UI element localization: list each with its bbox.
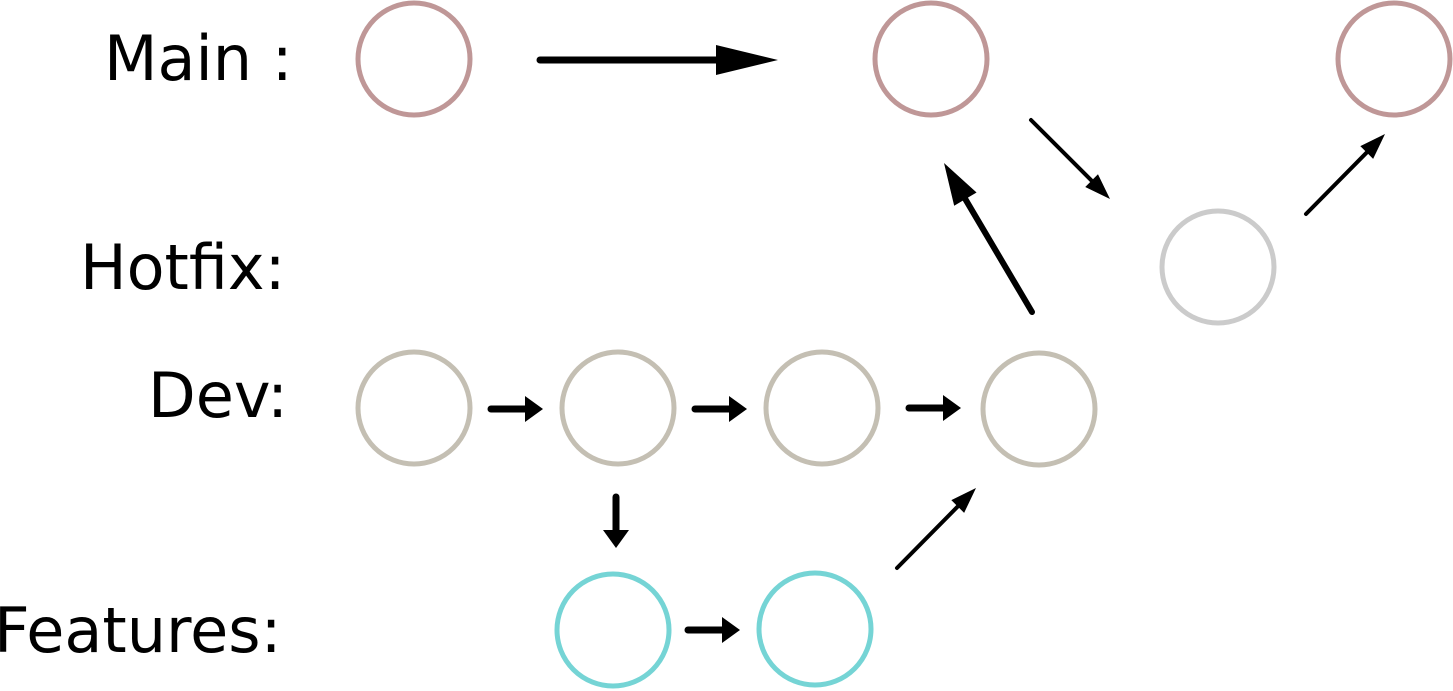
commit-node-main-3 [1335,0,1453,118]
commit-node-dev-4 [980,350,1098,468]
branch-label-hotfix: Hotfix: [80,231,286,304]
arrow-head [1085,174,1110,199]
commit-node-feature-2 [756,570,874,688]
branch-label-features: Features: [0,594,282,667]
commit-node-dev-2 [559,349,677,467]
commit-node-main-2 [872,0,990,118]
arrow-head [944,163,977,206]
arrow-main-2-to-hotfix-1 [1029,118,1110,199]
arrow-dev-3-to-dev-4 [905,395,961,421]
arrow-head [722,617,740,643]
commit-node-main-1 [355,0,473,118]
arrow-shaft [1304,149,1371,216]
arrow-feature-1-to-feature-2 [684,617,740,643]
branch-label-main: Main : [104,22,293,95]
arrow-head [603,530,629,548]
arrow-head [525,396,543,422]
arrow-head [951,488,976,513]
arrow-main-1-to-main-2 [536,45,778,75]
arrow-dev-2-to-feature-1 [603,493,629,548]
arrow-head [943,395,961,421]
arrow-shaft [1029,118,1096,185]
commit-node-hotfix-1 [1159,208,1277,326]
branch-label-dev: Dev: [148,359,289,432]
arrow-dev-2-to-dev-3 [691,396,747,422]
commit-node-dev-3 [763,349,881,467]
commit-node-feature-1 [554,571,672,689]
arrow-feature-2-to-dev-4 [895,488,976,570]
arrow-dev-4-to-main-2 [944,163,1035,315]
commit-node-dev-1 [355,349,473,467]
arrow-shaft [961,194,1035,315]
arrow-shaft [895,503,962,570]
arrow-head [1360,134,1385,159]
arrow-head [716,45,778,75]
arrow-head [729,396,747,422]
arrow-hotfix-1-to-main-3 [1304,134,1385,216]
arrow-dev-1-to-dev-2 [487,396,543,422]
